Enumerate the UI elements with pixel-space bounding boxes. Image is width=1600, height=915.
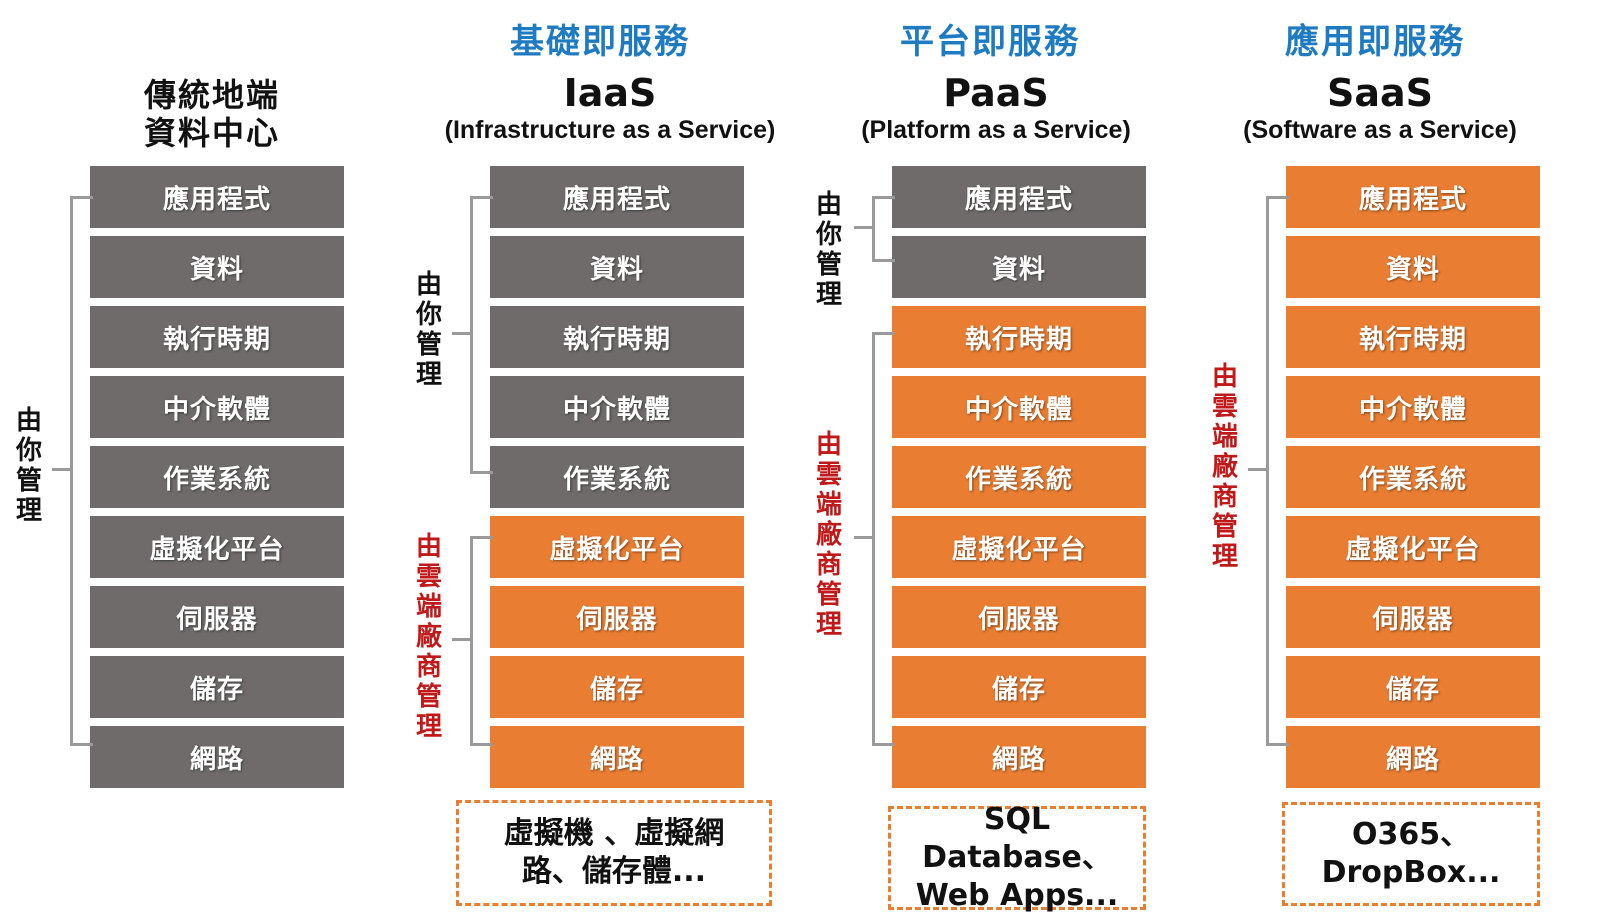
paas-vendor-tick [854,536,872,539]
iaas-vendor-bracket [470,536,493,746]
paas-examples-note: SQL Database、 Web Apps... [888,802,1146,913]
paas-examples-text: SQL Database、 Web Apps... [915,802,1119,913]
paas-layer-4: 作業系統 [892,446,1146,508]
paas-title-sub: (Platform as a Service) [861,116,1131,144]
paas-layer-3: 中介軟體 [892,376,1146,438]
traditional-layer-3: 中介軟體 [90,376,344,438]
saas-layer-6: 伺服器 [1286,586,1540,648]
traditional-title: 傳統地端 資料中心 [22,76,402,152]
paas-layer-2: 執行時期 [892,306,1146,368]
paas-you-bracket [872,196,895,262]
saas-vendor-tick [1248,468,1266,471]
saas-layer-0: 應用程式 [1286,166,1540,228]
iaas-examples-text: 虛擬機 、虛擬網 路、儲存體... [503,816,725,889]
traditional-stack: 應用程式資料執行時期中介軟體作業系統虛擬化平台伺服器儲存網路 [90,166,344,796]
paas-layer-8: 網路 [892,726,1146,788]
saas-layer-1: 資料 [1286,236,1540,298]
iaas-title-main: IaaS [563,71,657,115]
paas-layer-5: 虛擬化平台 [892,516,1146,578]
traditional-you-tick [52,468,70,471]
iaas-layer-7: 儲存 [490,656,744,718]
iaas-stack: 應用程式資料執行時期中介軟體作業系統虛擬化平台伺服器儲存網路 [490,166,744,796]
traditional-layer-0: 應用程式 [90,166,344,228]
traditional-layer-8: 網路 [90,726,344,788]
saas-vendor-label: 由雲端廠商管理 [1211,362,1238,572]
iaas-vendor-tick [452,638,470,641]
paas-you-label: 由你管理 [815,190,842,310]
paas-layer-7: 儲存 [892,656,1146,718]
traditional-layer-5: 虛擬化平台 [90,516,344,578]
paas-layer-6: 伺服器 [892,586,1146,648]
traditional-layer-6: 伺服器 [90,586,344,648]
paas-layer-0: 應用程式 [892,166,1146,228]
iaas-layer-0: 應用程式 [490,166,744,228]
traditional-you-label: 由你管理 [15,406,42,526]
saas-layer-2: 執行時期 [1286,306,1540,368]
saas-layer-4: 作業系統 [1286,446,1540,508]
iaas-examples-note: 虛擬機 、虛擬網 路、儲存體... [456,800,772,906]
paas-you-tick [854,226,872,229]
iaas-layer-8: 網路 [490,726,744,788]
traditional-title-line1: 傳統地端 [143,76,280,114]
iaas-you-tick [452,332,470,335]
iaas-you-bracket [470,196,493,474]
iaas-layer-6: 伺服器 [490,586,744,648]
saas-title-main: SaaS [1326,71,1434,115]
saas-layer-3: 中介軟體 [1286,376,1540,438]
heading-iaas: 基礎即服務 [510,22,690,62]
paas-vendor-label: 由雲端廠商管理 [815,430,842,640]
iaas-layer-2: 執行時期 [490,306,744,368]
saas-stack: 應用程式資料執行時期中介軟體作業系統虛擬化平台伺服器儲存網路 [1286,166,1540,796]
saas-layer-7: 儲存 [1286,656,1540,718]
paas-layer-1: 資料 [892,236,1146,298]
traditional-layer-7: 儲存 [90,656,344,718]
iaas-layer-3: 中介軟體 [490,376,744,438]
iaas-layer-4: 作業系統 [490,446,744,508]
saas-examples-note: O365、 DropBox... [1282,802,1540,906]
traditional-layer-1: 資料 [90,236,344,298]
saas-layer-8: 網路 [1286,726,1540,788]
iaas-title: IaaS (Infrastructure as a Service) [420,72,800,146]
saas-vendor-bracket [1266,196,1289,746]
paas-vendor-bracket [872,332,895,746]
heading-paas: 平台即服務 [900,22,1080,62]
saas-title: SaaS (Software as a Service) [1190,72,1570,146]
traditional-you-bracket [70,196,93,746]
iaas-layer-5: 虛擬化平台 [490,516,744,578]
paas-title-main: PaaS [943,71,1049,115]
traditional-title-line2: 資料中心 [143,114,280,152]
traditional-layer-2: 執行時期 [90,306,344,368]
saas-title-sub: (Software as a Service) [1243,116,1517,144]
saas-layer-5: 虛擬化平台 [1286,516,1540,578]
paas-stack: 應用程式資料執行時期中介軟體作業系統虛擬化平台伺服器儲存網路 [892,166,1146,796]
saas-examples-text: O365、 DropBox... [1321,817,1501,890]
iaas-layer-1: 資料 [490,236,744,298]
iaas-title-sub: (Infrastructure as a Service) [444,116,776,144]
iaas-you-label: 由你管理 [415,270,442,390]
traditional-layer-4: 作業系統 [90,446,344,508]
iaas-vendor-label: 由雲端廠商管理 [415,532,442,742]
heading-saas: 應用即服務 [1285,22,1465,62]
paas-title: PaaS (Platform as a Service) [806,72,1186,146]
